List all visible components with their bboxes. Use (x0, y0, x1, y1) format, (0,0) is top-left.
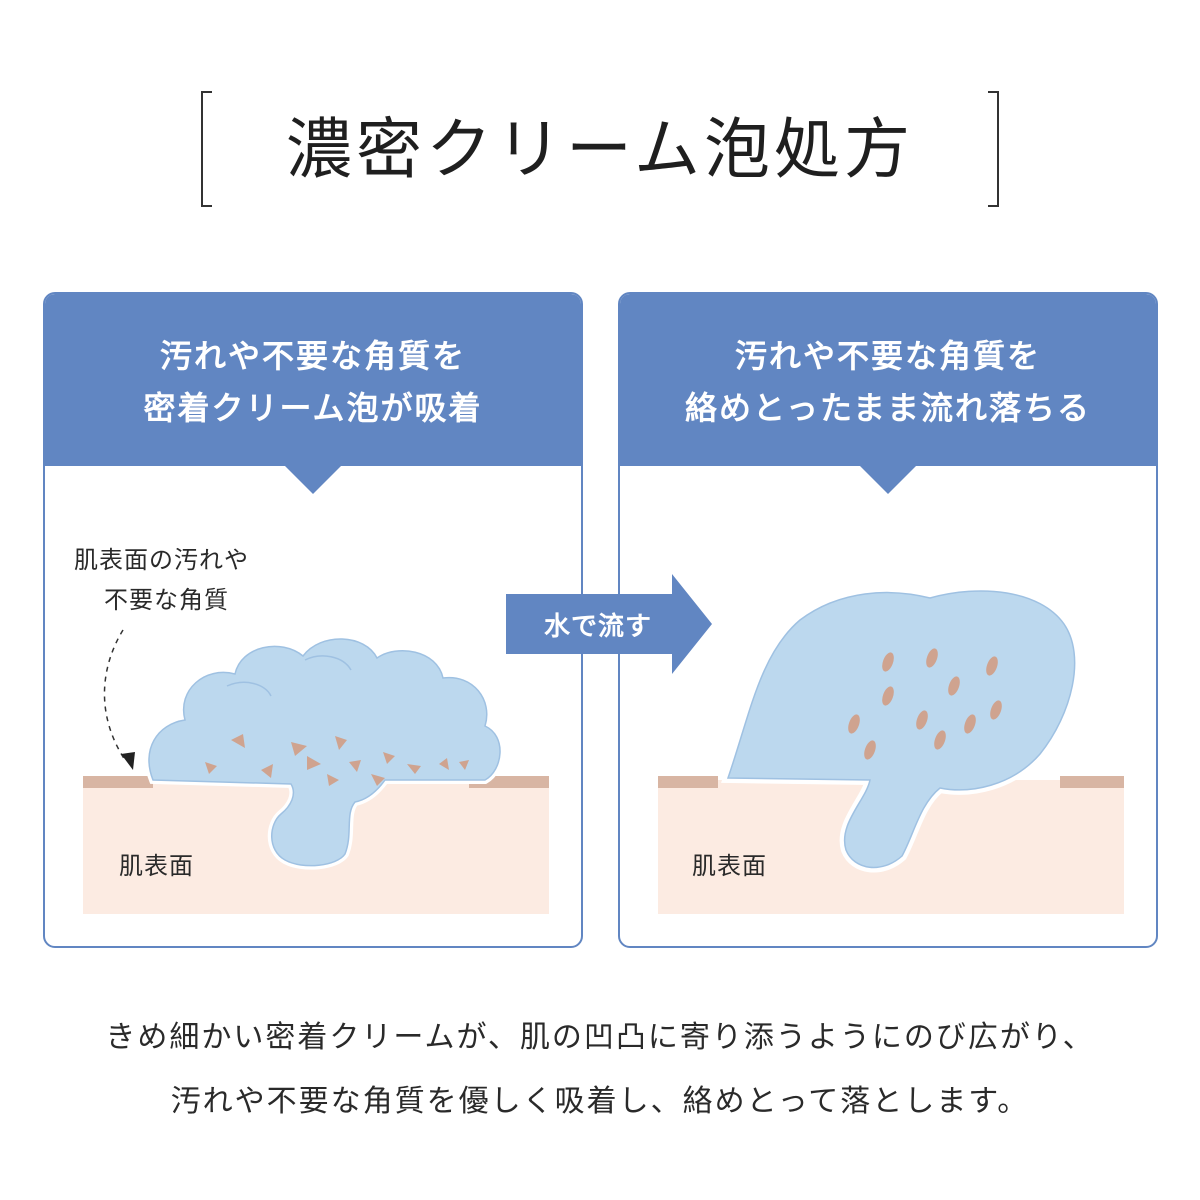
panel-header-line2: 絡めとったまま流れ落ちる (684, 389, 1092, 427)
dirt-flake (291, 742, 307, 756)
callout-dashed-arrow (103, 629, 126, 761)
panel-header: 汚れや不要な角質を 密着クリーム泡が吸着 (45, 294, 581, 466)
dirt-particle (864, 740, 876, 760)
caption-line2: 汚れや不要な角質を優しく吸着し、絡めとって落とします。 (170, 1084, 1030, 1119)
skin-top-right (1060, 776, 1124, 788)
dirt-particle (990, 700, 1002, 720)
dirt-particle (916, 710, 928, 730)
right-bracket (988, 91, 999, 207)
foam-bubble-line (226, 681, 272, 697)
foam-bubble-line (304, 655, 352, 671)
dirt-particle (882, 686, 894, 706)
callout-text: 肌表面の汚れや 不要な角質 (74, 540, 249, 620)
foam-blob (726, 590, 1076, 869)
dirt-flake (383, 752, 395, 764)
skin-top-left (658, 776, 718, 788)
dirt-particle (882, 652, 894, 672)
dirt-flake (327, 774, 339, 786)
dirt-flake (407, 764, 421, 774)
title-block: 濃密クリーム泡処方 (200, 90, 1000, 208)
callout-line2: 不要な角質 (104, 586, 229, 614)
arrow-label: 水で流す (543, 612, 652, 642)
dirt-flake (205, 762, 217, 774)
callout-line1: 肌表面の汚れや (74, 546, 249, 574)
arrow-polygon (506, 574, 712, 674)
panel-header-line2: 密着クリーム泡が吸着 (143, 389, 483, 427)
dirt-flake (349, 760, 361, 772)
panel-header-line1: 汚れや不要な角質を (159, 337, 466, 375)
dirt-particles (848, 648, 1002, 760)
rinse-arrow: 水で流す (506, 574, 716, 674)
dirt-flake (371, 774, 385, 786)
dirt-particle (964, 714, 976, 734)
left-bracket (201, 91, 212, 207)
panel-header-line1: 汚れや不要な角質を (734, 337, 1041, 375)
dirt-flake (439, 758, 449, 770)
dirt-flake (307, 756, 321, 770)
before-illustration (83, 629, 549, 914)
page-title: 濃密クリーム泡処方 (285, 111, 915, 188)
foam-cloud (148, 638, 501, 867)
header-pointer (283, 464, 343, 494)
dirt-particle (934, 730, 946, 750)
panel-header: 汚れや不要な角質を 絡めとったまま流れ落ちる (620, 294, 1156, 466)
dirt-flakes (205, 734, 469, 786)
callout-arrowhead (121, 752, 135, 770)
header-pointer (858, 464, 918, 494)
dirt-flake (459, 760, 469, 770)
caption-line1: きめ細かい密着クリームが、肌の凹凸に寄り添うようにのび広がり、 (105, 1020, 1095, 1055)
title-brackets (201, 91, 999, 207)
dirt-particle (948, 676, 960, 696)
dirt-flake (231, 734, 245, 748)
panel-after: 汚れや不要な角質を 絡めとったまま流れ落ちる 肌表面 (618, 292, 1158, 948)
panel-before: 汚れや不要な角質を 密着クリーム泡が吸着 (43, 292, 583, 948)
dirt-particle (926, 648, 938, 668)
dirt-particle (986, 656, 998, 676)
skin-label: 肌表面 (119, 852, 194, 880)
skin-label: 肌表面 (692, 852, 767, 880)
dirt-particle (848, 714, 860, 734)
dirt-flake (261, 764, 273, 778)
dirt-flake (335, 736, 347, 750)
skin-top-left (83, 776, 153, 788)
arrow-shape (506, 574, 712, 674)
after-illustration (658, 585, 1124, 914)
